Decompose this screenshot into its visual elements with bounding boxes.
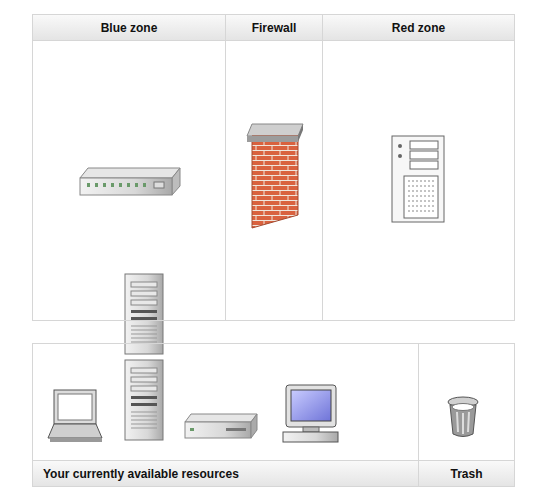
zone-heading-bar: Blue zone	[33, 15, 225, 41]
zone-heading-bar: Trash	[419, 460, 514, 486]
zone-heading: Red zone	[392, 21, 445, 35]
zone-panel: Red zone	[322, 14, 515, 321]
zone-panel: Blue zone	[32, 14, 226, 321]
zone-heading-bar: Red zone	[323, 15, 514, 41]
zone-heading: Firewall	[252, 21, 297, 35]
zone-panel: Trash	[418, 343, 515, 487]
zone-panel: Firewall	[225, 14, 323, 321]
hub-icon	[80, 168, 180, 195]
zone-heading: Blue zone	[101, 21, 158, 35]
workstation-icon	[283, 385, 338, 442]
zone-heading: Trash	[450, 467, 482, 481]
server-tower-icon	[125, 274, 163, 354]
laptop-icon	[48, 390, 102, 442]
zone-heading: Your currently available resources	[43, 467, 239, 481]
zone-heading-bar: Firewall	[226, 15, 322, 41]
server-icon	[392, 136, 444, 222]
router-icon	[185, 414, 257, 438]
zone-panel: Your currently available resources	[32, 343, 419, 487]
server-tower-icon	[125, 360, 163, 440]
trash-icon	[448, 397, 478, 437]
zone-heading-bar: Your currently available resources	[33, 460, 418, 486]
firewall-wall	[247, 124, 303, 228]
